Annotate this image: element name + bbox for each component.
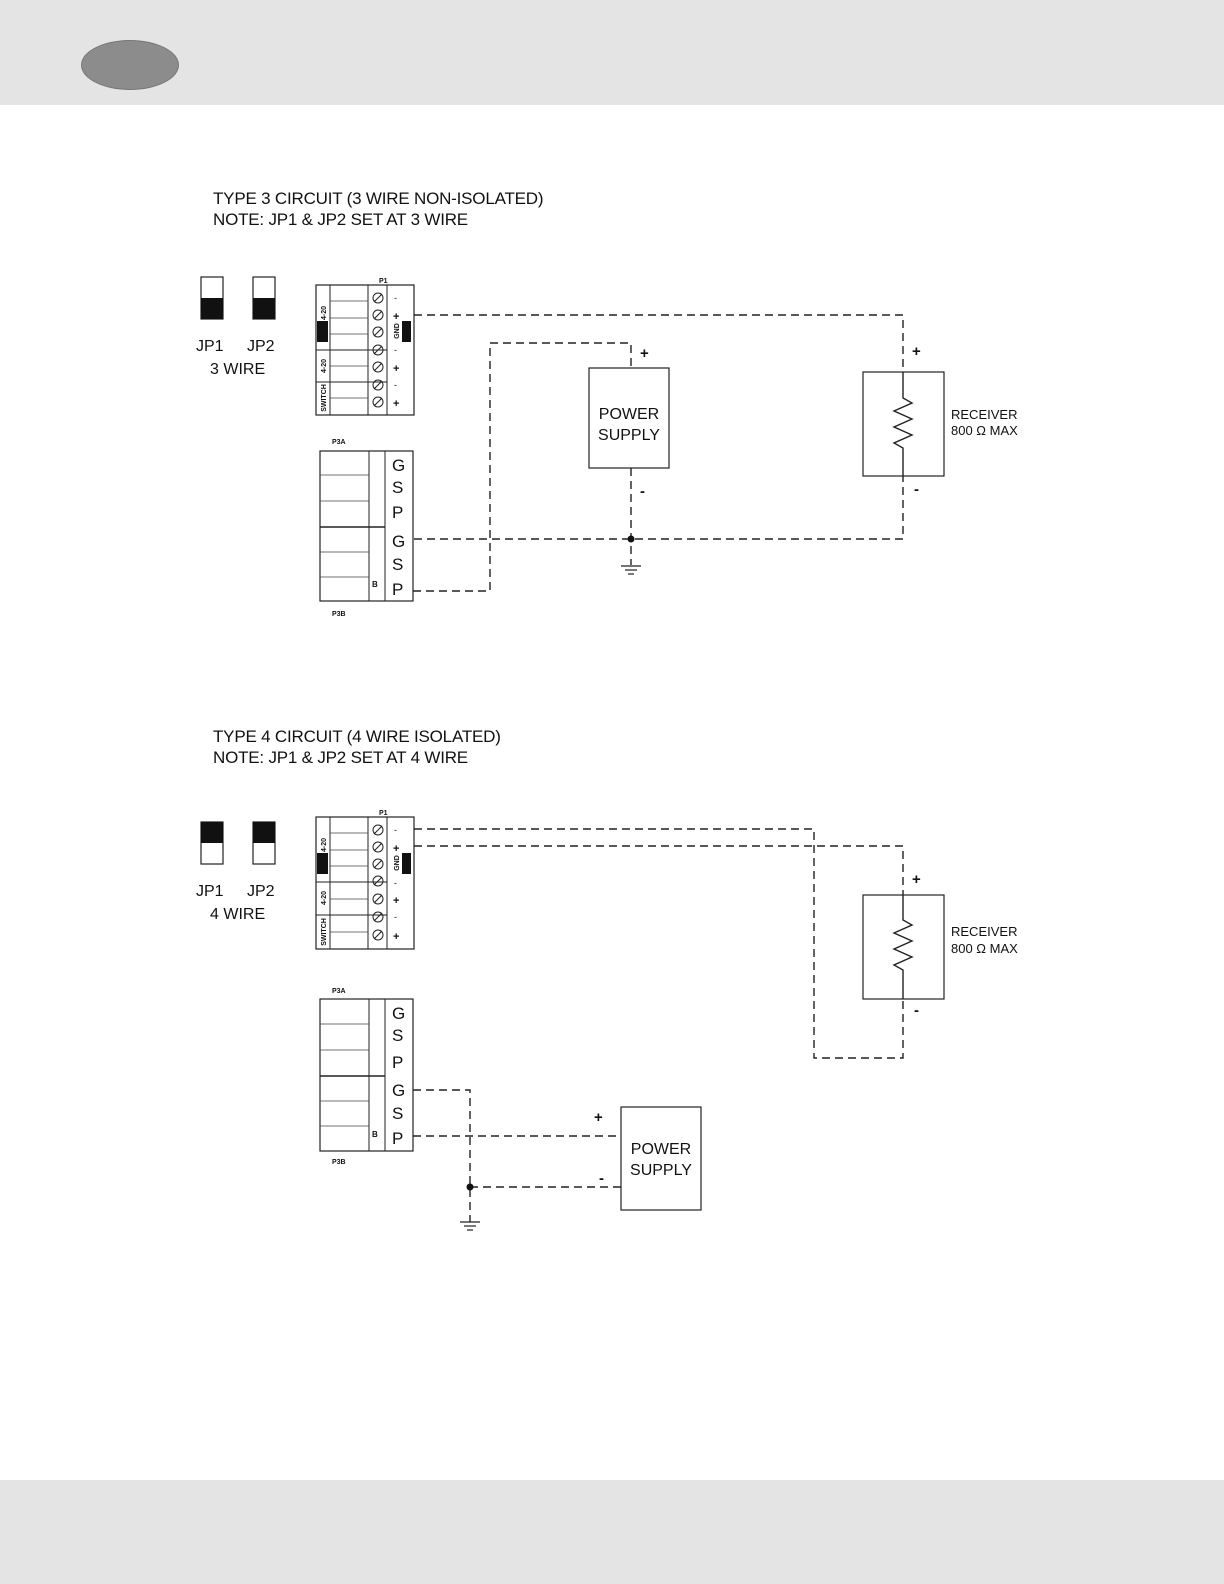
power-supply-line2: SUPPLY (630, 1162, 692, 1179)
p1-screws (372, 824, 384, 941)
p1-sign-6: + (393, 398, 399, 410)
p3-terminal-block: P3A P3B B G S P G S P (319, 439, 414, 618)
circuit-1-title: TYPE 3 CIRCUIT (3 WIRE NON-ISOLATED) (213, 189, 544, 208)
jumper-jp1 (200, 276, 224, 320)
power-supply: POWER SUPPLY + - (594, 1106, 702, 1211)
p1-group3-label: SWITCH (321, 918, 328, 946)
circuit-2-diagram: JP1 JP2 4 WIRE P1 4-20 4-20 SWITCH GND (196, 810, 1018, 1231)
p3-side-label: B (372, 1130, 378, 1139)
p3-pin-1: G (392, 1004, 405, 1023)
power-supply-line1: POWER (599, 406, 659, 423)
p3-pin-6: P (392, 1129, 403, 1148)
header-band (0, 0, 1224, 105)
p3-pin-2: S (392, 1026, 403, 1045)
jumper-setting: 3 WIRE (210, 361, 265, 378)
power-supply-plus: + (594, 1109, 603, 1126)
receiver-plus: + (912, 343, 921, 360)
junction-dot (627, 535, 635, 543)
p1-sign-4: + (393, 363, 399, 375)
p3-pin-1: G (392, 456, 405, 475)
jp2-label: JP2 (247, 883, 275, 900)
p3-pin-5: S (392, 1104, 403, 1123)
receiver-line2: 800 Ω MAX (951, 423, 1018, 438)
p1-sign-1: - (394, 825, 397, 835)
ground-symbol-icon (460, 1221, 480, 1231)
resistor-icon (892, 372, 914, 476)
p1-sign-6: + (393, 931, 399, 943)
jumper-jp1 (200, 821, 224, 865)
footer-band (0, 1480, 1224, 1584)
p1-group2-label: 4-20 (321, 359, 328, 373)
circuit-2-note: NOTE: JP1 & JP2 SET AT 4 WIRE (213, 748, 468, 767)
p1-screws (372, 292, 384, 408)
circuit-1-diagram: JP1 JP2 3 WIRE P1 4-20 4-20 SWITCH GND (196, 276, 1018, 618)
receiver-plus: + (912, 871, 921, 888)
p3-pin-5: S (392, 555, 403, 574)
resistor-icon (892, 895, 914, 999)
p1-sign-3: - (394, 878, 397, 888)
p3-pin-6: P (392, 580, 403, 599)
oval-badge-icon (81, 40, 179, 90)
p3-terminal-block: P3A P3B B G S P G S P (319, 988, 414, 1166)
receiver-minus: - (914, 481, 919, 498)
power-supply-minus: - (599, 1170, 604, 1187)
p1-group2-label: 4-20 (321, 891, 328, 905)
receiver-line1: RECEIVER (951, 924, 1017, 939)
p1-label: P1 (379, 810, 388, 817)
p3-pin-4: G (392, 532, 405, 551)
p1-gnd-label: GND (394, 855, 401, 871)
p1-sign-5: - (394, 912, 397, 922)
power-supply-line2: SUPPLY (598, 427, 660, 444)
power-supply-line1: POWER (631, 1141, 691, 1158)
p1-sign-2: + (393, 843, 399, 855)
circuit-1-note: NOTE: JP1 & JP2 SET AT 3 WIRE (213, 210, 468, 229)
p1-sign-1: - (394, 293, 397, 303)
junction-dot (466, 1183, 474, 1191)
ground-symbol-icon (621, 565, 641, 575)
p1-gnd-label: GND (394, 323, 401, 339)
circuit-2-wires (413, 828, 904, 1222)
p1-sign-5: - (394, 380, 397, 390)
p3-pin-2: S (392, 478, 403, 497)
p1-sign-3: - (394, 345, 397, 355)
p3-pin-3: P (392, 1053, 403, 1072)
p1-terminal-block: P1 4-20 4-20 SWITCH GND (315, 278, 415, 416)
circuit-1-wires (413, 314, 904, 592)
p3a-label: P3A (332, 439, 346, 446)
p3b-label: P3B (332, 611, 346, 618)
receiver: + - RECEIVER 800 Ω MAX (862, 343, 1018, 498)
p1-group1-label: 4-20 (321, 838, 328, 852)
p3-pin-4: G (392, 1081, 405, 1100)
power-supply: POWER SUPPLY + - (588, 345, 670, 500)
power-supply-plus: + (640, 345, 649, 362)
p1-sign-4: + (393, 895, 399, 907)
jumper-setting: 4 WIRE (210, 906, 265, 923)
receiver-line1: RECEIVER (951, 407, 1017, 422)
jp1-label: JP1 (196, 338, 224, 355)
circuit-2-title: TYPE 4 CIRCUIT (4 WIRE ISOLATED) (213, 727, 501, 746)
p1-group3-label: SWITCH (321, 384, 328, 412)
p3b-label: P3B (332, 1159, 346, 1166)
p3-side-label: B (372, 580, 378, 589)
jp2-label: JP2 (247, 338, 275, 355)
receiver-minus: - (914, 1002, 919, 1019)
jumper-jp2 (252, 821, 276, 865)
jumper-jp2 (252, 276, 276, 320)
power-supply-minus: - (640, 483, 645, 500)
jp1-label: JP1 (196, 883, 224, 900)
p1-group1-label: 4-20 (321, 306, 328, 320)
p3-pin-3: P (392, 503, 403, 522)
receiver-line2: 800 Ω MAX (951, 941, 1018, 956)
p1-sign-2: + (393, 311, 399, 323)
p1-label: P1 (379, 278, 388, 285)
p1-terminal-block: P1 4-20 4-20 SWITCH GND (315, 810, 415, 950)
p3a-label: P3A (332, 988, 346, 995)
receiver: + - RECEIVER 800 Ω MAX (862, 871, 1018, 1019)
